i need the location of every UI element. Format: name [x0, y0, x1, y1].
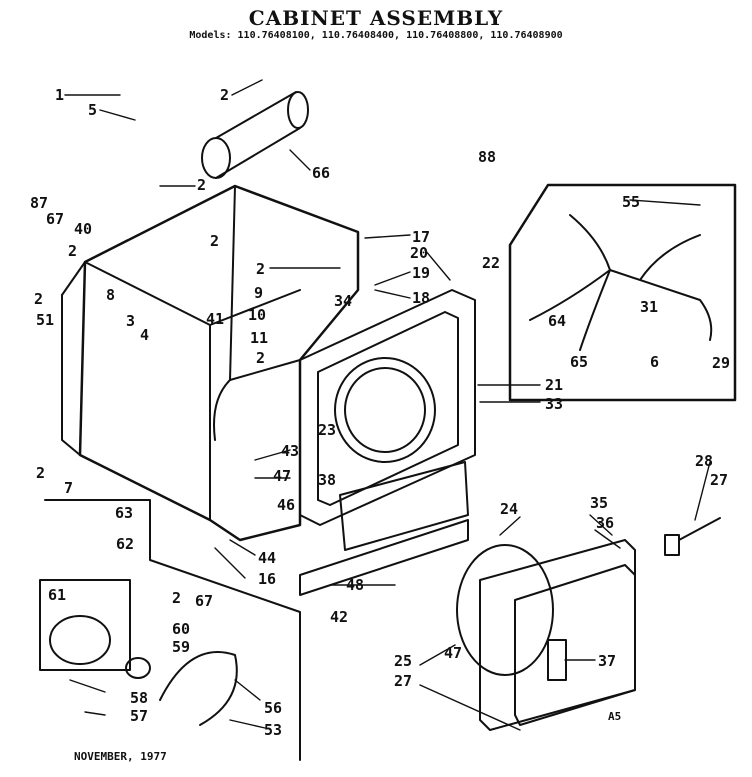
callout-47: 47: [444, 644, 462, 662]
callout-62: 62: [116, 535, 134, 553]
callout-40: 40: [74, 220, 92, 238]
callout-41: 41: [206, 310, 224, 328]
callout-51: 51: [36, 311, 54, 329]
callout-36: 36: [596, 514, 614, 532]
callout-46: 46: [277, 496, 295, 514]
callout-2: 2: [210, 232, 219, 250]
callout-57: 57: [130, 707, 148, 725]
callout-21: 21: [545, 376, 563, 394]
wiring-harness: [508, 183, 737, 402]
callout-8: 8: [106, 286, 115, 304]
callout-2: 2: [34, 290, 43, 308]
callout-24: 24: [500, 500, 518, 518]
callout-2: 2: [220, 86, 229, 104]
callout-29: 29: [712, 354, 730, 372]
callout-88: 88: [478, 148, 496, 166]
callout-2: 2: [36, 464, 45, 482]
callout-33: 33: [545, 395, 563, 413]
front-panel: [299, 289, 476, 526]
callout-1: 1: [55, 86, 64, 104]
callout-35: 35: [590, 494, 608, 512]
callout-6: 6: [650, 353, 659, 371]
callout-65: 65: [570, 353, 588, 371]
callout-9: 9: [254, 284, 263, 302]
callout-67: 67: [46, 210, 64, 228]
callout-27: 27: [394, 672, 412, 690]
callout-47: 47: [273, 467, 291, 485]
callout-63: 63: [115, 504, 133, 522]
exhaust-duct: [201, 91, 309, 179]
callout-87: 87: [30, 194, 48, 212]
toe-kick: [299, 461, 469, 596]
callout-42: 42: [330, 608, 348, 626]
callout-60: 60: [172, 620, 190, 638]
callout-11: 11: [250, 329, 268, 347]
callout-34: 34: [334, 292, 352, 310]
callout-27: 27: [710, 471, 728, 489]
date-stamp: NOVEMBER, 1977: [74, 750, 167, 763]
callout-53: 53: [264, 721, 282, 739]
callout-2: 2: [256, 260, 265, 278]
callout-25: 25: [394, 652, 412, 670]
callout-38: 38: [318, 471, 336, 489]
callout-19: 19: [412, 264, 430, 282]
callout-61: 61: [48, 586, 66, 604]
callout-5: 5: [88, 101, 97, 119]
callout-67: 67: [195, 592, 213, 610]
callout-37: 37: [598, 652, 616, 670]
callout-2: 2: [172, 589, 181, 607]
callout-44: 44: [258, 549, 276, 567]
callout-7: 7: [64, 479, 73, 497]
callout-20: 20: [410, 244, 428, 262]
callout-58: 58: [130, 689, 148, 707]
leader-lines: [64, 79, 711, 731]
callout-66: 66: [312, 164, 330, 182]
rear-panel: [456, 539, 636, 731]
callout-31: 31: [640, 298, 658, 316]
callout-16: 16: [258, 570, 276, 588]
models-line: Models: 110.76408100, 110.76408400, 110.…: [189, 30, 563, 41]
callout-56: 56: [264, 699, 282, 717]
callout-48: 48: [346, 576, 364, 594]
callout-23: 23: [318, 421, 336, 439]
callout-2: 2: [68, 242, 77, 260]
callout-55: 55: [622, 193, 640, 211]
callout-22: 22: [482, 254, 500, 272]
pulley-bracket: [664, 517, 721, 556]
callout-2: 2: [197, 176, 206, 194]
diagram-title: CABINET ASSEMBLY: [248, 6, 504, 30]
callout-4: 4: [140, 326, 149, 344]
callout-10: 10: [248, 306, 266, 324]
callout-2: 2: [256, 349, 265, 367]
callout-17: 17: [412, 228, 430, 246]
callout-43: 43: [281, 442, 299, 460]
callout-28: 28: [695, 452, 713, 470]
callout-64: 64: [548, 312, 566, 330]
callout-18: 18: [412, 289, 430, 307]
page-code: A5: [608, 710, 622, 723]
callout-59: 59: [172, 638, 190, 656]
callout-3: 3: [126, 312, 135, 330]
motor-frame: [39, 499, 301, 761]
